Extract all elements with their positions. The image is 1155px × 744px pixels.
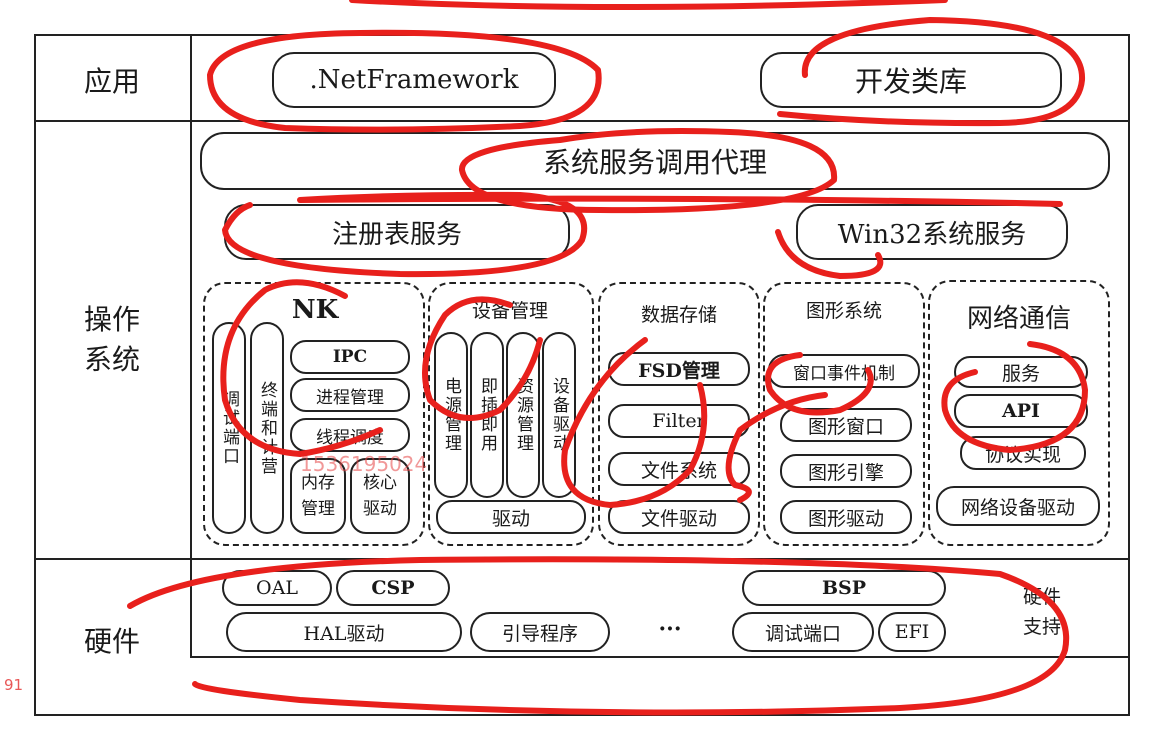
network-api: API [954, 394, 1088, 428]
registry-box: 注册表服务 [224, 204, 570, 260]
syscall-proxy-box: 系统服务调用代理 [200, 132, 1110, 190]
device-driver-col: 设备驱动 [542, 332, 576, 498]
graphics-window-event: 窗口事件机制 [768, 354, 920, 388]
graphics-window: 图形窗口 [780, 408, 912, 442]
hw-bootloader: 引导程序 [470, 612, 610, 652]
storage-filter: Filter [608, 404, 750, 438]
nk-process-mgmt: 进程管理 [290, 378, 410, 412]
nk-terminal: 终端和计营 [250, 322, 284, 534]
nk-ipc: IPC [290, 340, 410, 374]
device-plug: 即插即用 [470, 332, 504, 498]
storage-file-driver: 文件驱动 [608, 500, 750, 534]
device-driver-bar: 驱动 [436, 500, 586, 534]
hw-ellipsis: ··· [658, 616, 682, 642]
hw-oal: OAL [222, 570, 332, 606]
nk-debug-port: 调试端口 [212, 322, 246, 534]
watermark-left: 91 [4, 676, 24, 694]
hardware-bottom-line [190, 656, 1130, 658]
graphics-engine: 图形引擎 [780, 454, 912, 488]
storage-title: 数据存储 [640, 303, 717, 326]
network-device-driver: 网络设备驱动 [936, 486, 1100, 526]
graphics-title: 图形系统 [805, 299, 882, 322]
ink-top-arc [349, 0, 948, 10]
nk-memory-mgmt: 内存 管理 [290, 458, 346, 534]
layer-label-app: 应用 [83, 65, 140, 98]
hw-bsp: BSP [742, 570, 946, 606]
storage-fsd: FSD管理 [608, 352, 750, 386]
layer-label-hardware: 硬件 [83, 625, 140, 658]
layer-label-os: 操作 系统 [83, 303, 140, 376]
layer-divider-os-hw [34, 558, 1130, 560]
hw-hal: HAL驱动 [226, 612, 462, 652]
win32-box: Win32系统服务 [796, 204, 1068, 260]
hw-debug-port: 调试端口 [732, 612, 874, 652]
label-column-divider [190, 34, 192, 656]
network-protocol: 协议实现 [960, 436, 1086, 470]
device-resource: 资源管理 [506, 332, 540, 498]
netframework-box: .NetFramework [272, 52, 556, 108]
watermark-center: 1536195024 [300, 452, 428, 476]
dev-libs-box: 开发类库 [760, 52, 1062, 108]
hw-support-label: 硬件 支持 [1022, 586, 1061, 638]
nk-title: NK [291, 295, 339, 325]
network-group [928, 280, 1110, 546]
hw-csp: CSP [336, 570, 450, 606]
storage-file-system: 文件系统 [608, 452, 750, 486]
graphics-driver: 图形驱动 [780, 500, 912, 534]
nk-thread-sched: 线程调度 [290, 418, 410, 452]
nk-core-driver: 核心 驱动 [350, 458, 410, 534]
hw-efi: EFI [878, 612, 946, 652]
network-title: 网络通信 [966, 303, 1071, 334]
device-mgmt-title: 设备管理 [471, 299, 548, 322]
network-service: 服务 [954, 356, 1088, 388]
device-power: 电源管理 [434, 332, 468, 498]
layer-divider-app-os [34, 120, 1130, 122]
